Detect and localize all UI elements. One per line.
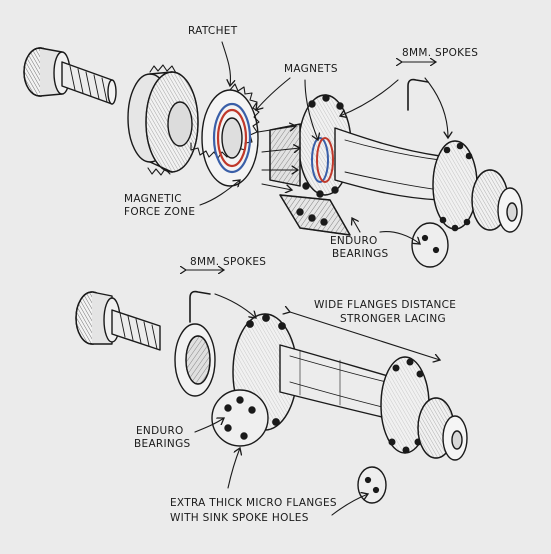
label-enduro-top-2: BEARINGS — [332, 248, 389, 260]
label-enduro-bottom-1: ENDURO — [136, 425, 184, 437]
top-freehub — [127, 64, 199, 176]
label-spokes-bottom: 8MM. SPOKES — [190, 256, 266, 268]
label-enduro-bottom-2: BEARINGS — [134, 438, 191, 450]
bottom-hub-body — [211, 313, 468, 504]
label-wide-1: WIDE FLANGES DISTANCE — [314, 299, 456, 311]
label-micro-1: EXTRA THICK MICRO FLANGES — [170, 497, 337, 509]
label-enduro-top-1: ENDURO — [330, 235, 378, 247]
labels: RATCHET MAGNETS 8MM. SPOKES MAGNETIC FOR… — [124, 25, 478, 524]
top-hub-body — [269, 94, 523, 268]
ratchet-ring — [190, 83, 260, 187]
label-spokes-top: 8MM. SPOKES — [402, 47, 478, 59]
top-spoke — [402, 62, 436, 111]
top-arrows — [199, 41, 448, 244]
bottom-spoke — [186, 270, 224, 323]
label-magnetic-1: MAGNETIC — [124, 193, 182, 205]
bottom-bearing-ring — [174, 323, 216, 397]
label-wide-2: STRONGER LACING — [340, 313, 446, 325]
label-micro-2: WITH SINK SPOKE HOLES — [170, 512, 309, 524]
label-magnets: MAGNETS — [284, 63, 338, 75]
top-axle-bolt — [23, 47, 117, 105]
label-ratchet: RATCHET — [188, 25, 238, 37]
bottom-axle-bolt — [75, 291, 161, 351]
label-magnetic-2: FORCE ZONE — [124, 206, 195, 218]
bottom-arrows — [194, 293, 440, 516]
